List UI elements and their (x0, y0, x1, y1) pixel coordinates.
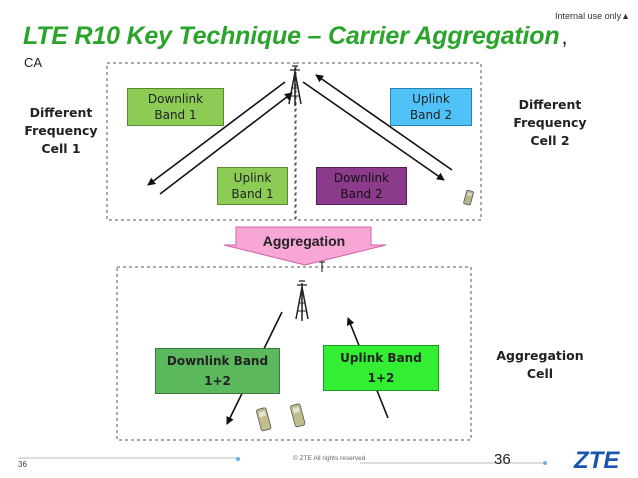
downlink-band-aggregated-box: Downlink Band 1+2 (155, 348, 280, 394)
page-number: 36 (494, 451, 511, 468)
internal-use-label: Internal use only▲ (555, 11, 630, 21)
aggregation-label: Aggregation (262, 233, 346, 249)
cell1-frame (106, 62, 296, 221)
mobile-phone-icon (256, 407, 272, 432)
cell1-label: Different Frequency Cell 1 (24, 105, 98, 156)
aggregation-cell-label: Aggregation Cell (496, 348, 584, 381)
base-station-tower-icon (288, 65, 302, 106)
downlink-arrow-cell2 (302, 81, 445, 181)
aggregation-tower-icon (295, 280, 309, 321)
slide-subtitle: CA (24, 55, 43, 70)
aggregation-cell-frame (116, 266, 472, 441)
cell2-label: Different Frequency Cell 2 (513, 97, 587, 148)
uplink-arrow-cell2 (315, 74, 453, 171)
mobile-phone-icon (463, 189, 474, 206)
mobile-phone-icon (290, 403, 306, 428)
footer-dot-icon (543, 461, 547, 465)
footer-dot-icon (236, 457, 240, 461)
uplink-band2-box: Uplink Band 2 (390, 88, 472, 126)
uplink-band-aggregated-box: Uplink Band 1+2 (323, 345, 439, 391)
uplink-band1-box: Uplink Band 1 (217, 167, 288, 205)
downlink-arrow-cell1 (147, 81, 286, 186)
downlink-band2-box: Downlink Band 2 (316, 167, 407, 205)
slide-number-small: 36 (18, 460, 27, 469)
slide-title: LTE R10 Key Technique – Carrier Aggregat… (23, 22, 568, 51)
slide-title-text: LTE R10 Key Technique – Carrier Aggregat… (23, 22, 560, 50)
cell2-frame (295, 62, 482, 221)
title-suffix: , (561, 24, 568, 49)
uplink-arrow-cell1 (159, 92, 293, 195)
downlink-band1-box: Downlink Band 1 (127, 88, 224, 126)
copyright-text: © ZTE All rights reserved (293, 455, 366, 462)
antenna-marker-icon (319, 261, 325, 272)
aggregation-arrow-shape (223, 226, 387, 266)
zte-logo: ZTE (574, 447, 620, 474)
